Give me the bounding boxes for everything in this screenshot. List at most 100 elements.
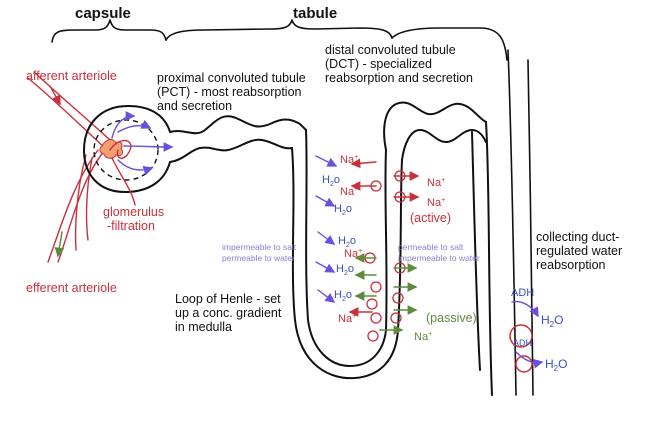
efferent-arteriole-2 [47,149,99,263]
arteriole-line-3 [74,154,87,251]
water-arrow-2 [315,195,336,207]
loop-descending-outer [305,129,387,367]
glomerulus-loops [109,139,132,159]
svg-text:H2o: H2o [336,263,354,277]
loop-ascending-outer [397,159,403,331]
label-loop-3: in medulla [175,320,232,334]
label-collecting-2: regulated water [536,244,622,258]
transport-channels [364,170,533,373]
efferent-flow-arrow [54,231,65,258]
adh-arrow-1 [511,300,539,318]
adh-channel-2 [515,355,533,373]
label-dct-2: (DCT) - specialized [325,57,432,71]
svg-text:Na+: Na+ [414,331,432,343]
pct-top-wall [169,115,307,135]
ion-na-2: Na+ [340,186,358,198]
adh-label-2: ADH [513,338,532,348]
filtrate-arrow-3 [117,159,154,176]
ion-h2o-5: H2o [334,289,352,303]
water-arrow-4 [315,261,336,273]
dct-top-wall [383,101,487,151]
adh-arrow-2 [515,351,544,369]
channel-circle-10 [390,312,402,324]
filtrate-arrow-1 [117,119,152,133]
pct-bottom-wall [169,138,293,163]
label-pct-3: and secretion [157,99,232,113]
label-permeable-salt: permeable to salt [398,242,464,252]
svg-text:Na+: Na+ [340,186,358,198]
water-arrow-1 [315,155,338,167]
glomerulus-to-label [111,157,136,206]
channel-circle-11 [367,330,379,342]
channel-circle-5 [370,281,382,293]
label-efferent: efferent arteriole [26,281,117,295]
water-arrow-5 [317,289,336,303]
label-dct-1: distal convoluted tubule [325,43,456,57]
label-dct-3: reabsorption and secretion [325,71,473,85]
arteriole-line-4 [85,157,93,241]
ion-h2o-3: H2o [338,235,356,249]
ion-na-5: Na+ [344,248,362,260]
filtrate-arrow-2 [123,142,174,152]
loop-ascending-inner [384,149,388,331]
tabule-brace-right [391,27,508,61]
ion-na-3: Na+ [427,177,445,189]
label-afferent: afferent arteriole [26,69,117,83]
channel-circle-8 [392,292,404,304]
ion-h2o-1: H2o [322,174,340,188]
svg-text:H2o: H2o [338,235,356,249]
ion-na-7: Na+ [414,331,432,343]
label-collecting-3: reabsorption [536,258,606,272]
dct-bottom-wall [401,129,487,161]
collecting-duct-left [507,49,517,396]
ion-na-1: Na+ [340,154,358,166]
svg-text:H2o: H2o [334,203,352,217]
svg-text:Na+: Na+ [340,154,358,166]
label-impermeable-water: impermeable to water [398,253,480,263]
dct-to-collecting-2 [471,131,481,371]
label-loop-1: Loop of Henle - set [175,292,281,306]
heading-capsule: capsule [75,5,131,22]
label-loop-2: up a conc. gradient [175,306,282,320]
channel-circle-6 [366,298,378,310]
svg-text:Na+: Na+ [344,248,362,260]
svg-text:H2o: H2o [322,174,340,188]
afferent-arteriole-2 [33,71,111,141]
tabule-brace [165,19,393,41]
label-collecting-1: collecting duct- [536,230,619,244]
ion-h2o-adh-2: H2O [545,357,567,373]
svg-text:Na+: Na+ [427,197,445,209]
filtrate-arrow-4 [111,111,136,139]
ion-h2o-adh-1: H2O [541,313,563,329]
na-arrow-left-1 [350,158,377,169]
ion-h2o-2: H2o [334,203,352,217]
channel-circle-9 [370,312,382,324]
adh-label-1: ADH [511,287,534,299]
capsule-brace [51,19,167,43]
adh-channel-1 [509,324,533,348]
label-passive: (passive) [426,311,477,325]
label-glomerulus-1: glomerulus [103,205,164,219]
label-pct-1: proximal convoluted tubule [157,71,306,85]
dct-to-collecting [485,121,493,396]
afferent-arteriole [27,77,106,149]
loop-descending-inner [291,147,399,380]
collecting-duct-right [527,59,534,396]
ion-na-6: Na+ [338,313,356,325]
water-arrow-3 [317,231,336,245]
label-permeable-water: permeable to water [222,253,295,263]
svg-text:H2O: H2O [541,313,563,329]
label-active: (active) [410,211,451,225]
bowman-capsule-outer [83,105,171,193]
afferent-arrow [49,85,61,106]
label-pct-2: (PCT) - most reabsorption [157,85,302,99]
svg-text:Na+: Na+ [338,313,356,325]
efferent-arteriole [57,149,106,263]
ion-na-4: Na+ [427,197,445,209]
heading-tabule: tabule [293,5,337,22]
svg-text:H2O: H2O [545,357,567,373]
svg-text:Na+: Na+ [427,177,445,189]
ion-h2o-4: H2o [336,263,354,277]
